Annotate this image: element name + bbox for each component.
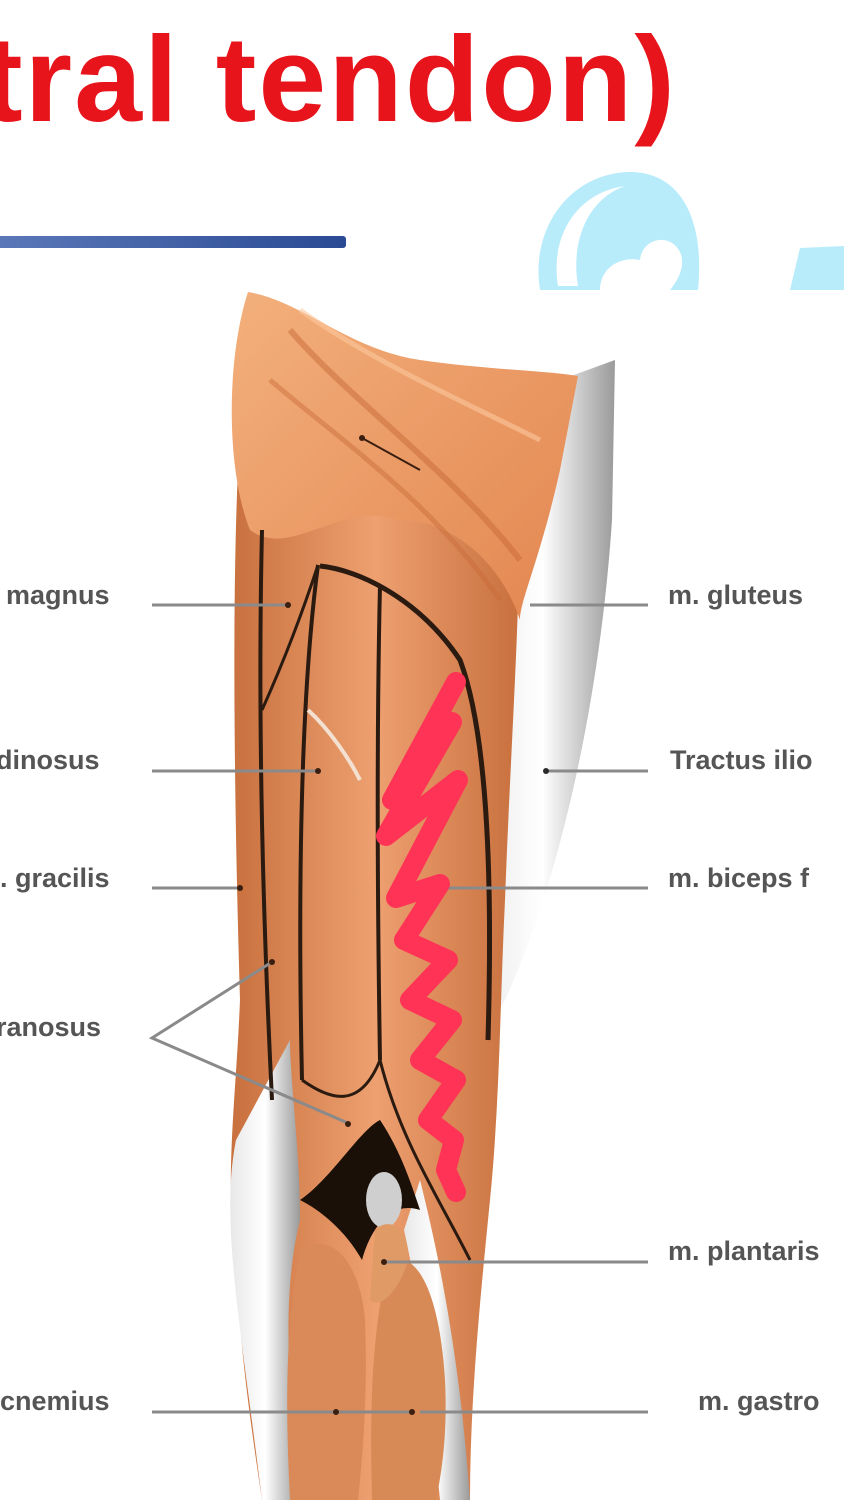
title-underline <box>0 236 346 248</box>
label-gracilis: . gracilis <box>0 863 110 893</box>
label-gastrocnemius-left: cnemius <box>0 1386 110 1416</box>
label-semimembranosus: ranosus <box>0 1012 102 1042</box>
label-tractus-iliotibialis: Tractus ilio <box>670 745 813 775</box>
mother-child-logo-icon <box>538 172 844 290</box>
label-gluteus: m. gluteus <box>668 580 804 610</box>
label-plantaris: m. plantaris <box>668 1236 820 1266</box>
label-semitendinosus: dinosus <box>0 745 100 775</box>
slide-title: tral tendon) <box>0 11 677 147</box>
label-biceps-femoris: m. biceps f <box>668 863 810 893</box>
label-adductor-magnus: magnus <box>6 580 110 610</box>
red-zigzag-annotation <box>376 672 468 1202</box>
label-gastrocnemius-right: m. gastro <box>698 1386 820 1416</box>
